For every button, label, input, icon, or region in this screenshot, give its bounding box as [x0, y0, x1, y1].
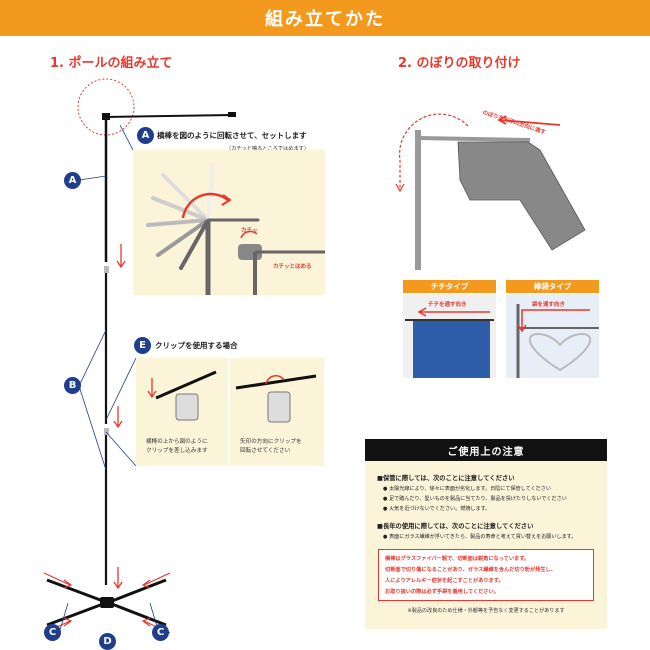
- down-arrow-2: [113, 406, 123, 429]
- warning-line: お取り扱いの際は必ず手袋を着用してください。: [385, 589, 499, 595]
- type-tag-boubukuro: 棒袋タイプ: [506, 280, 599, 293]
- heart-banner: [529, 333, 591, 372]
- rotation-arc-arrow: [398, 113, 469, 190]
- leader-a: [78, 175, 107, 181]
- clip-caption-right: 矢印の方向にクリップを 回転させてください: [240, 439, 302, 454]
- type-tag-chichi: チチタイプ: [403, 280, 496, 293]
- pole-joint-b-bottom: [104, 428, 109, 435]
- leader-b2: [78, 385, 107, 471]
- notice-heading-storage: ■保管に際しては、次のことに注意してください: [377, 475, 515, 482]
- direction-arrow: [497, 115, 561, 126]
- chichi-arrow: [417, 307, 490, 317]
- label-badge-b: B: [64, 377, 81, 394]
- detail-highlight-circle: [77, 78, 135, 136]
- pole-joint-b-top: [104, 266, 109, 273]
- base-leg-right-top: [111, 578, 167, 603]
- label-badge-d: D: [99, 633, 116, 650]
- down-arrow-1: [116, 244, 126, 269]
- panel-a-illustration: カチッ カチッとはめる: [133, 150, 325, 295]
- banner-crossbar: [417, 136, 531, 142]
- chichi-instruction: チチを通す向き: [428, 302, 467, 308]
- chichi-banner: [413, 320, 490, 378]
- section-title-pole-assembly: 1. ポールの組み立て: [50, 56, 173, 71]
- notice-bullet: ● 火気を近づけないでください。燃焼します。: [383, 506, 491, 512]
- base-hub: [100, 597, 114, 608]
- panel-a-heading: 横棒を図のように回転させて、セットします: [157, 131, 307, 140]
- label-badge-c-right: C: [152, 624, 169, 641]
- leader-b1: [78, 329, 107, 387]
- clip-caption-left: 横棒の上から図のように クリップを差し込みます: [146, 439, 208, 454]
- header-bar: 組み立てかた: [0, 0, 650, 36]
- page-title: 組み立てかた: [265, 9, 385, 30]
- label-badge-c-left: C: [44, 624, 61, 641]
- crossbar-cap: [228, 112, 236, 117]
- warning-line: 人によりアレルギー症状を起こすことがあります。: [385, 578, 504, 584]
- notice-footer: ※製品の改良のため仕様・外観等を予告なく変更することがあります: [407, 608, 565, 614]
- usage-notice: ご使用上の注意 ■保管に際しては、次のことに注意してください ● 太陽光線により…: [365, 439, 607, 629]
- leader-c-left: [59, 602, 69, 631]
- base-leg-left-top: [46, 578, 104, 603]
- label-badge-e: E: [134, 337, 151, 354]
- banner-cloth: [457, 141, 586, 251]
- leader-e2: [105, 431, 137, 467]
- down-arrow-3: [113, 567, 123, 590]
- panel-e-heading: クリップを使用する場合: [155, 341, 238, 350]
- warning-line: 切断面で切り傷になることがあり、ガラス繊維を含んだ切り粉が発生し、: [385, 567, 556, 573]
- crossbar: [104, 114, 233, 118]
- click-sound-label: カチッ: [241, 228, 258, 234]
- panel-e-illustration: 横棒の上から図のように クリップを差し込みます 矢印の方向にクリップを 回転させ…: [136, 358, 324, 466]
- notice-bullet: ● 足で踏んだり、堅いものを製品に当てたり、製品を投げたりしないでください: [383, 496, 567, 502]
- leg-arrow-3: [141, 572, 171, 589]
- label-badge-a-panel: A: [137, 127, 154, 144]
- notice-bullet: ● 太陽光線により、徐々に表面が劣化します。日陰にて保管してください: [383, 486, 551, 492]
- crossbar-rotation-drawing: [146, 163, 325, 295]
- label-badge-a: A: [64, 172, 81, 189]
- section-title-banner-attach: 2. のぼりの取り付け: [398, 56, 521, 71]
- click-caption: カチッとはめる: [273, 264, 312, 270]
- leader-a-panel: [119, 124, 134, 151]
- base-leg-right-bottom: [111, 602, 167, 627]
- fukuro-arrow: [517, 309, 590, 333]
- notice-heading-longterm: ■長年の使用に際しては、次のことに注意してください: [377, 523, 534, 530]
- clip-usage-drawing: [147, 358, 317, 466]
- notice-bullet: ● 表面にガラス繊維が浮いてきたら、製品の寿命と考えて買い替えをお願いします。: [383, 534, 577, 540]
- joint-top: [102, 113, 110, 120]
- warning-box: 横棒はグラスファイバー製で、切断面は鋭角になっています。 切断面で切り傷になるこ…: [378, 549, 594, 601]
- warning-line: 横棒はグラスファイバー製で、切断面は鋭角になっています。: [385, 556, 530, 562]
- leader-e1: [105, 357, 137, 421]
- boubukuro-instruction: 袋を通す向き: [532, 302, 566, 308]
- leg-arrow-1: [43, 572, 73, 589]
- panel-a-note: （カチッと鳴るところではめます）: [226, 146, 310, 152]
- base-leg-left-bottom: [46, 602, 104, 627]
- notice-title: ご使用上の注意: [365, 439, 607, 461]
